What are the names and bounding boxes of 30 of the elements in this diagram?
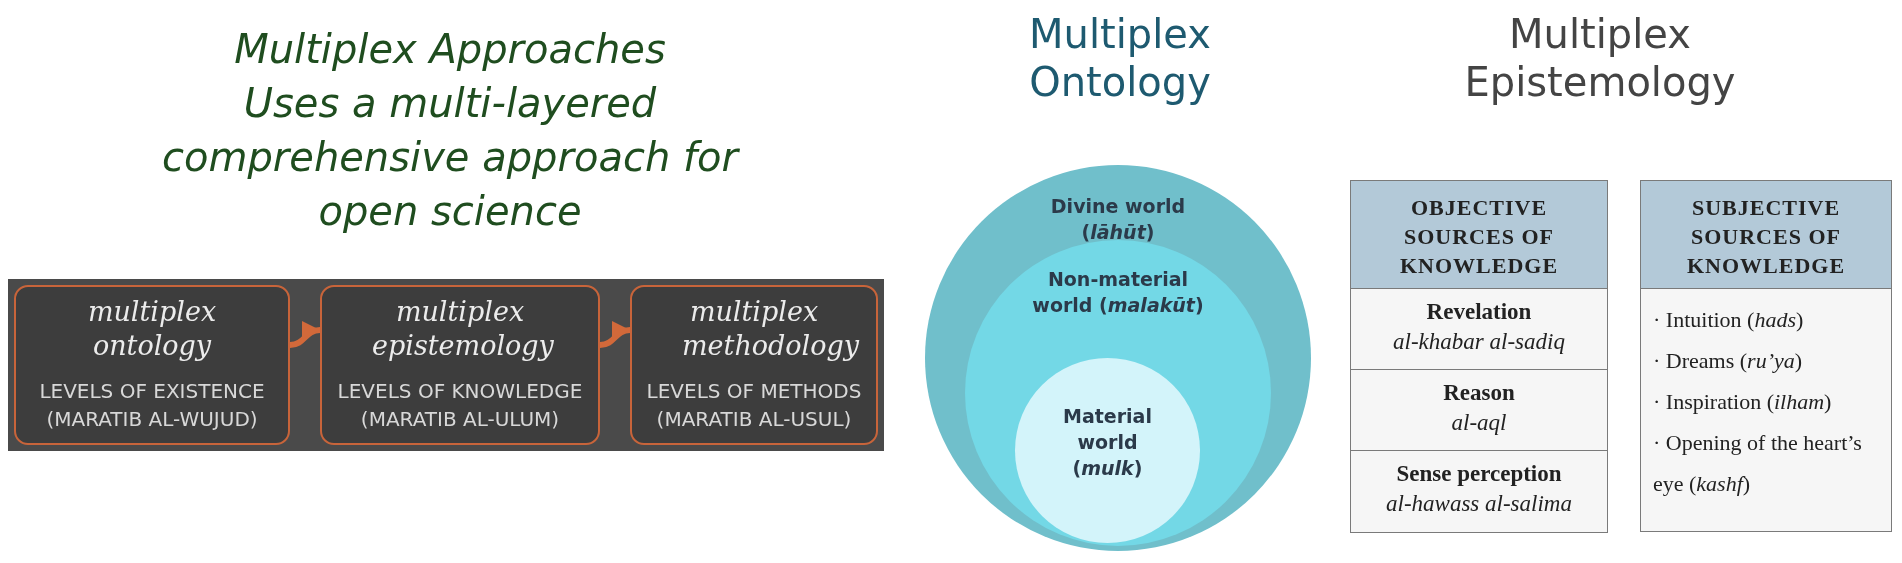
source-name: Reason [1442, 379, 1516, 407]
level-caption: LEVELS OF EXISTENCE (MARATIB AL-WUJUD) [38, 378, 266, 433]
arrow [599, 322, 631, 348]
handwritten-heading: multiplex ontology [86, 295, 218, 363]
title: Multiplex Approaches [233, 25, 667, 74]
list-item: · Dreams (ru’ya) [1653, 347, 1804, 375]
arabic-term: al-aql [1450, 409, 1508, 437]
table-header: OBJECTIVE SOURCES OF KNOWLEDGE [1350, 180, 1608, 289]
heading: Multiplex Ontology [1028, 10, 1212, 106]
arabic-term: al-hawass al-salima [1385, 490, 1573, 518]
heading: Multiplex Epistemology [1463, 10, 1737, 106]
list-item: · Inspiration (ilham) [1653, 388, 1833, 416]
level-card [320, 285, 600, 445]
arrow [289, 322, 321, 348]
source-name: Revelation [1425, 298, 1533, 326]
arabic-term: al-khabar al-sadiq [1392, 328, 1566, 356]
level-caption: LEVELS OF METHODS (MARATIB AL-USUL) [645, 378, 863, 433]
subtitle: Uses a multi-layered comprehensive approach for open science [161, 79, 741, 236]
table-header: SUBJECTIVE SOURCES OF KNOWLEDGE [1640, 180, 1892, 289]
world-label: Divine world (lāhūt) [1049, 194, 1187, 245]
level-card [630, 285, 878, 445]
source-name: Sense perception [1395, 460, 1563, 488]
level-card [14, 285, 290, 445]
world-label: Non-material world (malakūt) [1031, 267, 1205, 318]
world-label: Material world (mulk) [1062, 404, 1153, 481]
level-caption: LEVELS OF KNOWLEDGE (MARATIB AL-ULUM) [336, 378, 584, 433]
handwritten-heading: multiplex epistemology [371, 295, 555, 363]
list-item: · Opening of the heart’s eye (kashf) [1653, 429, 1863, 498]
list-item: · Intuition (hads) [1653, 306, 1805, 334]
handwritten-heading: multiplex methodology [681, 295, 861, 363]
